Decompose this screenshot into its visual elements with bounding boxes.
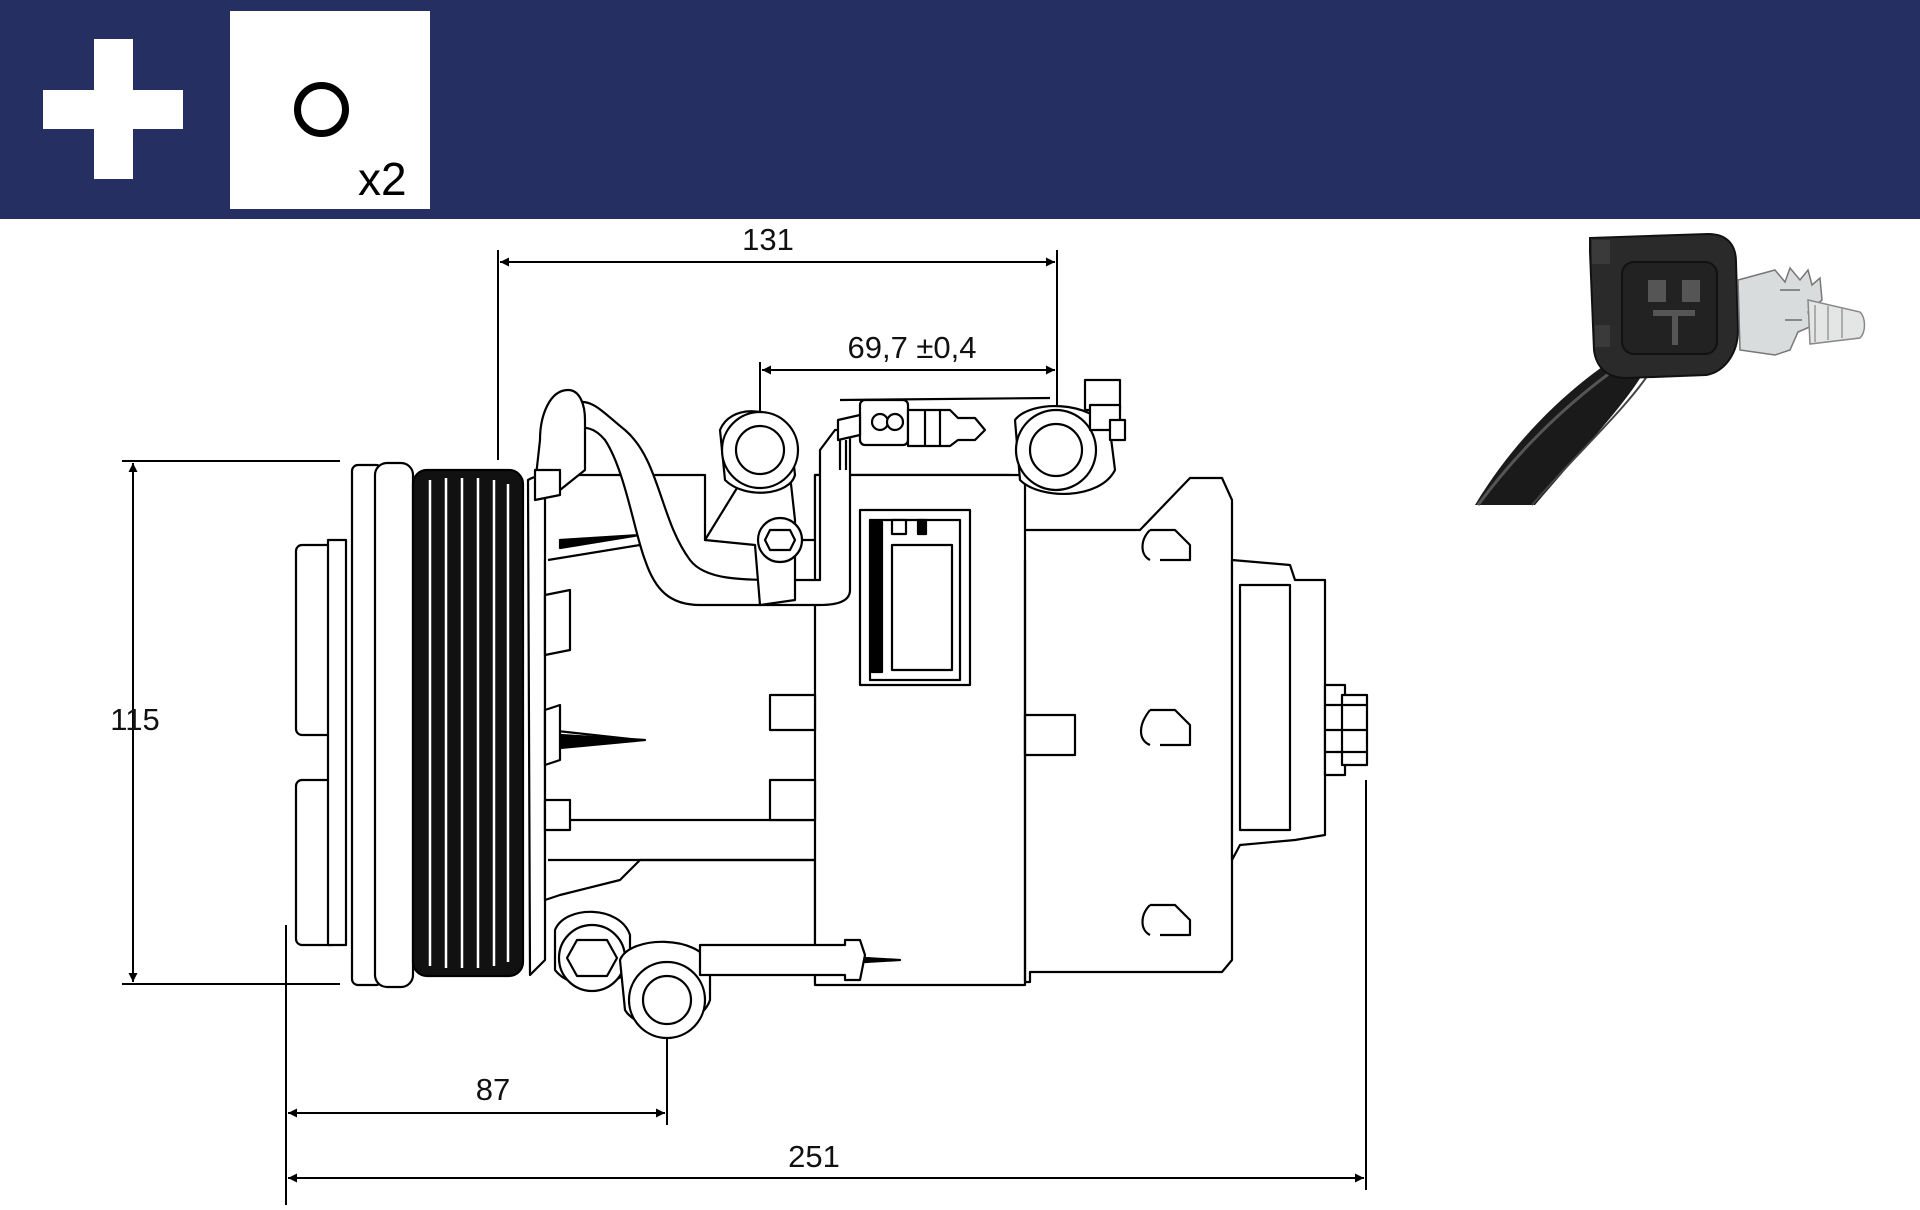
wiring-connector xyxy=(836,396,1051,470)
o-ring-panel: x2 xyxy=(230,11,430,209)
rear-housing-ribs xyxy=(1139,528,1192,937)
clutch-front-plate xyxy=(294,538,348,947)
dimension-height-label: 115 xyxy=(110,702,159,737)
compressor-drawing xyxy=(294,378,1369,1040)
plus-icon xyxy=(43,39,183,179)
dimension-lines xyxy=(122,250,1367,1205)
dimension-length-label: 251 xyxy=(788,1139,840,1174)
lower-mounting-ear xyxy=(618,940,712,1040)
dimension-width-label: 131 xyxy=(742,222,794,257)
discharge-port xyxy=(1013,378,1127,495)
rear-control-valve xyxy=(1230,558,1369,862)
suction-port xyxy=(718,410,800,494)
refrigerant-pipe xyxy=(558,400,852,607)
mounting-bolt xyxy=(756,516,804,564)
lower-stud xyxy=(698,938,867,982)
header-banner: x2 xyxy=(0,0,1920,219)
lower-mount-bolt xyxy=(553,910,632,993)
pulley xyxy=(350,461,525,989)
dimension-offset-label: 87 xyxy=(476,1072,510,1107)
dimension-port-spacing-label: 69,7 ±0,4 xyxy=(847,330,976,365)
o-ring-quantity: x2 xyxy=(358,153,407,205)
electrical-connector-photo xyxy=(1475,232,1866,506)
o-ring-icon xyxy=(294,82,349,137)
